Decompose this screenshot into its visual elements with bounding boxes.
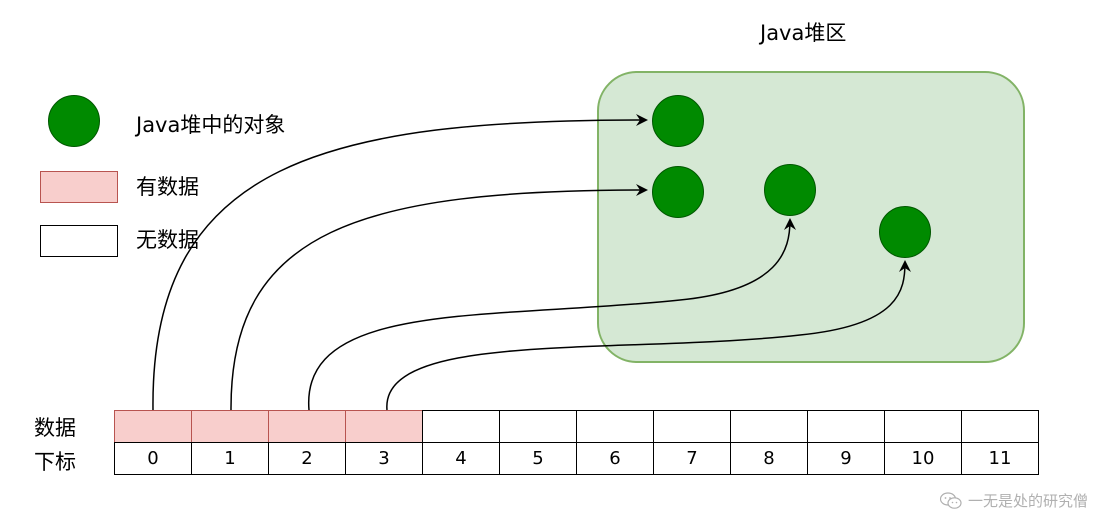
- array-data-row: [114, 410, 1050, 443]
- legend-has-data-swatch: [40, 171, 118, 203]
- data-row-label: 数据: [34, 416, 76, 440]
- heap-object-4: [879, 206, 931, 258]
- arrow-index2-to-object3: [308, 218, 796, 411]
- legend-no-data-swatch: [40, 225, 118, 257]
- heap-object-1: [652, 95, 704, 147]
- legend-object-icon: [48, 95, 100, 147]
- heap-object-3: [764, 164, 816, 216]
- array-cell-1: [191, 410, 269, 443]
- array-cell-3: [345, 410, 423, 443]
- arrow-index3-to-object4: [386, 260, 911, 411]
- watermark: 一无是处的研究僧: [940, 490, 1088, 511]
- arrow-index1-to-object2: [230, 184, 648, 411]
- legend-has-data-label: 有数据: [136, 175, 199, 199]
- wechat-icon: [940, 491, 962, 509]
- legend-no-data-label: 无数据: [136, 228, 199, 252]
- array-cell-2: [268, 410, 346, 443]
- array-cell-0: [114, 410, 192, 443]
- watermark-text: 一无是处的研究僧: [968, 492, 1089, 510]
- heap-title: Java堆区: [760, 21, 847, 45]
- index-row-label: 下标: [34, 450, 76, 474]
- arrow-index0-to-object1: [152, 114, 648, 411]
- index-label-11: 11: [961, 442, 1039, 475]
- legend-object-label: Java堆中的对象: [136, 113, 286, 137]
- heap-object-2: [652, 166, 704, 218]
